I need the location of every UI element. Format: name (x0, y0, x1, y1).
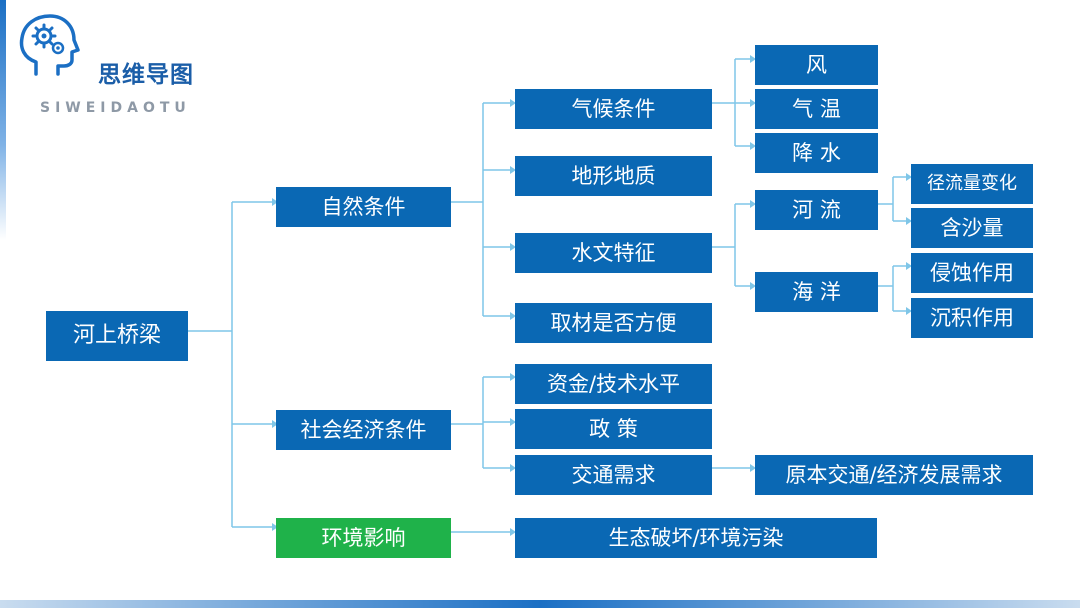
node-natural-conditions: 自然条件 (276, 187, 451, 227)
node-terrain: 地形地质 (515, 156, 712, 196)
node-erosion: 侵蚀作用 (911, 253, 1033, 293)
logo-subtitle: SIWEIDAOTU (40, 100, 191, 116)
node-environmental-impact: 环境影响 (276, 518, 451, 558)
node-funding-technology: 资金/技术水平 (515, 364, 712, 404)
node-materials: 取材是否方便 (515, 303, 712, 343)
node-wind: 风 (755, 45, 878, 85)
head-with-gears-icon (19, 14, 80, 76)
node-socioeconomic-conditions: 社会经济条件 (276, 410, 451, 450)
node-river: 河 流 (755, 190, 878, 230)
node-sediment: 含沙量 (911, 208, 1033, 248)
node-climate: 气候条件 (515, 89, 712, 129)
node-runoff-change: 径流量变化 (911, 164, 1033, 204)
node-environment-detail: 生态破坏/环境污染 (515, 518, 877, 558)
logo: 思维导图 SIWEIDAOTU (18, 12, 208, 116)
left-accent-bar (0, 0, 6, 240)
node-policy: 政 策 (515, 409, 712, 449)
bottom-accent-bar (0, 600, 1080, 608)
logo-title: 思维导图 (98, 62, 194, 88)
node-precipitation: 降 水 (755, 133, 878, 173)
node-deposition: 沉积作用 (911, 298, 1033, 338)
node-hydrology: 水文特征 (515, 233, 712, 273)
node-transport-demand: 交通需求 (515, 455, 712, 495)
node-temperature: 气 温 (755, 89, 878, 129)
node-ocean: 海 洋 (755, 272, 878, 312)
node-transport-detail: 原本交通/经济发展需求 (755, 455, 1033, 495)
root-node: 河上桥梁 (46, 311, 188, 361)
